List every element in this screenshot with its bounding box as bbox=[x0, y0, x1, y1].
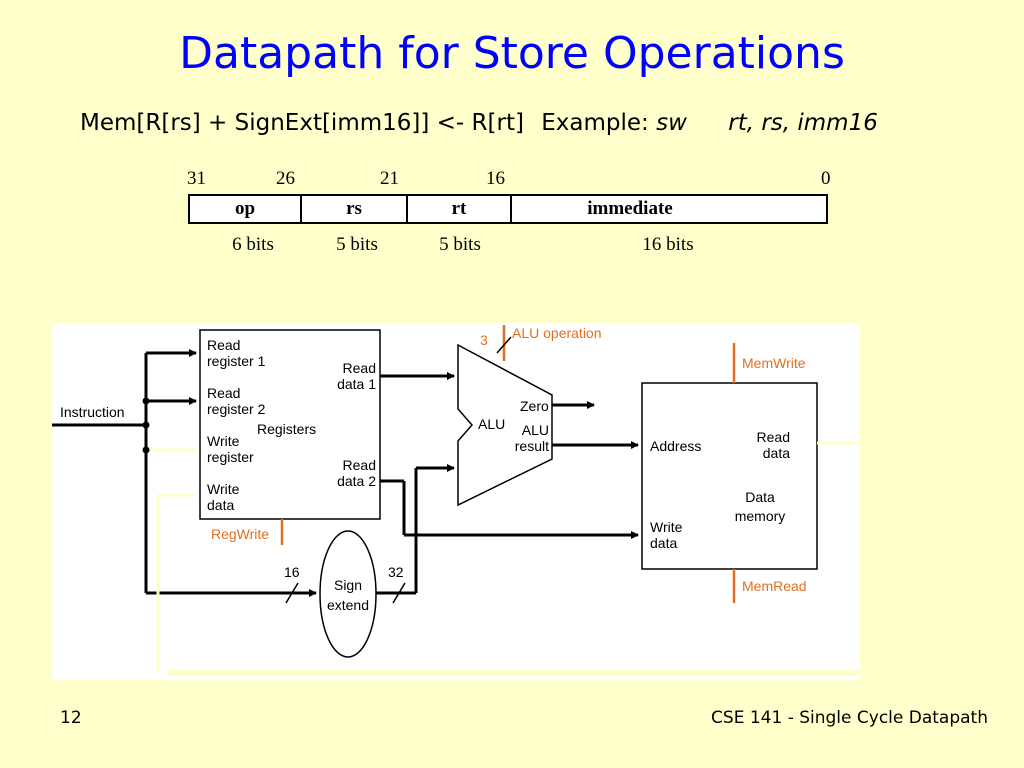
regwrite-label: RegWrite bbox=[211, 526, 269, 542]
field-divider bbox=[406, 196, 408, 222]
address-label: Address bbox=[650, 438, 701, 454]
read-data-2-label: data 2 bbox=[337, 473, 376, 489]
field-divider bbox=[510, 196, 512, 222]
data-memory bbox=[641, 382, 818, 570]
width-rt: 5 bits bbox=[439, 234, 481, 255]
alu-op-count-label: 3 bbox=[480, 332, 488, 348]
memread-label: MemRead bbox=[742, 578, 807, 594]
read-register-1-label: register 1 bbox=[207, 353, 266, 369]
write-register-label: Write bbox=[207, 433, 240, 449]
reg-write-data-label: data bbox=[207, 497, 234, 513]
width-immediate: 16 bits bbox=[642, 234, 694, 255]
data-memory-label: Data bbox=[745, 489, 775, 505]
zero-label: Zero bbox=[520, 398, 549, 414]
footer-course: CSE 141 - Single Cycle Datapath bbox=[711, 708, 988, 728]
width-op: 6 bits bbox=[232, 234, 274, 255]
read-data-1-label: Read bbox=[343, 360, 376, 376]
formula-text: Mem[R[rs] + SignExt[imm16]] <- R[rt] bbox=[80, 110, 524, 136]
mem-read-data-label: data bbox=[763, 445, 790, 461]
registers-label: Registers bbox=[257, 421, 316, 437]
bit-31: 31 bbox=[187, 168, 206, 189]
bits-in-label: 16 bbox=[284, 564, 300, 580]
alu-label: ALU bbox=[478, 416, 505, 432]
reg-write-data-label: Write bbox=[207, 481, 240, 497]
read-register-2-label: Read bbox=[207, 385, 240, 401]
bit-16: 16 bbox=[486, 168, 505, 189]
example-label: Example: bbox=[541, 110, 649, 136]
store-formula: Mem[R[rs] + SignExt[imm16]] <- R[rt] Exa… bbox=[80, 110, 878, 136]
field-divider bbox=[300, 196, 302, 222]
slide-title: Datapath for Store Operations bbox=[179, 28, 845, 79]
bit-21: 21 bbox=[380, 168, 399, 189]
alu-result-label: ALU bbox=[522, 422, 549, 438]
instruction-format: op rs rt immediate bbox=[188, 194, 828, 224]
field-rs: rs bbox=[346, 198, 362, 219]
mem-write-data-label: Write bbox=[650, 519, 683, 535]
alu-result-label: result bbox=[515, 438, 549, 454]
read-register-2-label: register 2 bbox=[207, 401, 266, 417]
sign-extend-label: Sign bbox=[334, 577, 362, 593]
datapath-diagram: Instruction Read register 1 Read registe… bbox=[52, 323, 860, 680]
instruction-label: Instruction bbox=[60, 404, 125, 420]
read-data-2-label: Read bbox=[343, 457, 376, 473]
read-register-1-label: Read bbox=[207, 337, 240, 353]
bits-out-label: 32 bbox=[388, 564, 404, 580]
mem-read-data-label: Read bbox=[757, 429, 790, 445]
bit-26: 26 bbox=[276, 168, 295, 189]
sign-extend-unit bbox=[319, 530, 377, 658]
write-register-label: register bbox=[207, 449, 254, 465]
bit-0: 0 bbox=[821, 168, 831, 189]
memwrite-label: MemWrite bbox=[742, 355, 806, 371]
example-op: sw bbox=[656, 110, 687, 136]
example-args: rt, rs, imm16 bbox=[728, 110, 878, 136]
data-memory-label: memory bbox=[735, 508, 786, 524]
read-data-1-label: data 1 bbox=[337, 376, 376, 392]
field-rt: rt bbox=[451, 198, 467, 219]
register-file bbox=[199, 329, 381, 520]
width-rs: 5 bits bbox=[336, 234, 378, 255]
mem-write-data-label: data bbox=[650, 535, 677, 551]
field-immediate: immediate bbox=[587, 198, 673, 219]
page-number: 12 bbox=[60, 708, 82, 728]
field-op: op bbox=[234, 198, 256, 219]
sign-extend-label: extend bbox=[327, 597, 369, 613]
alu-operation-label: ALU operation bbox=[512, 325, 602, 341]
